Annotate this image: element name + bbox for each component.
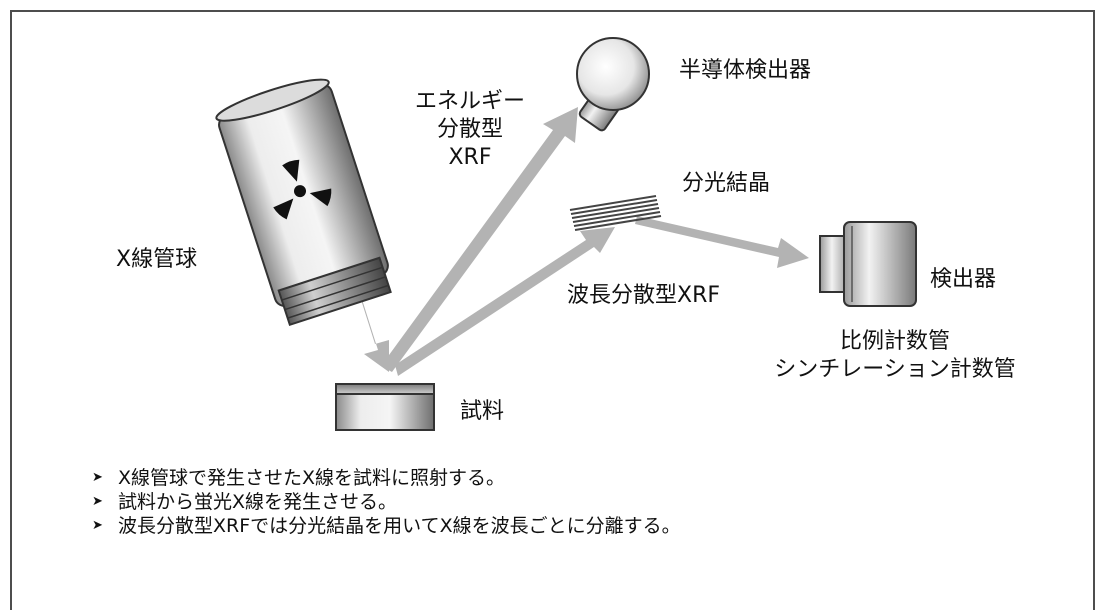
list-item: ➤ X線管球で発生させたX線を試料に照射する。 — [92, 466, 681, 490]
xrf-diagram — [215, 37, 917, 431]
list-item-text: X線管球で発生させたX線を試料に照射する。 — [118, 467, 506, 489]
energy-dispersive-label: エネルギー 分散型 XRF — [400, 88, 540, 172]
energy-dispersive-line-2: 分散型 — [436, 117, 503, 142]
semiconductor-detector-illustration — [576, 37, 650, 132]
list-item-text: 波長分散型XRFでは分光結晶を用いてX線を波長ごとに分離する。 — [118, 515, 681, 537]
arrow-tube-to-sample — [346, 287, 389, 372]
arrowhead-bullet-icon: ➤ — [92, 494, 103, 509]
list-item-text: 試料から蛍光X線を発生させる。 — [118, 491, 398, 513]
scintillation-counter-text: シンチレーション計数管 — [774, 357, 1016, 382]
arrow-sample-to-semiconductor — [381, 107, 578, 372]
energy-dispersive-line-1: エネルギー — [414, 89, 525, 114]
xray-tube-label: X線管球 — [116, 247, 198, 272]
radiation-trefoil-icon — [273, 159, 332, 220]
semiconductor-detector-label: 半導体検出器 — [679, 58, 812, 83]
sample-illustration — [335, 383, 435, 431]
xray-tube-illustration — [215, 78, 392, 327]
counter-detector-illustration — [819, 221, 917, 307]
analyzing-crystal-label: 分光結晶 — [682, 171, 771, 196]
detector-label: 検出器 — [930, 267, 997, 292]
explanation-list: ➤X線管球で発生させたX線を試料に照射する。 ➤試料から蛍光X線を発生させる。 … — [92, 466, 681, 538]
analyzing-crystal-illustration — [569, 195, 662, 231]
detector-types-label: 比例計数管 シンチレーション計数管 — [740, 328, 1050, 384]
diagram-frame — [10, 10, 1095, 610]
arrow-crystal-to-detector — [635, 216, 809, 268]
arrowhead-bullet-icon: ➤ — [92, 518, 103, 533]
sample-label: 試料 — [460, 399, 505, 424]
wavelength-dispersive-label: 波長分散型XRF — [567, 283, 721, 308]
beam-arrows — [346, 107, 809, 376]
proportional-counter-text: 比例計数管 — [839, 329, 950, 354]
list-item: ➤ 試料から蛍光X線を発生させる。 — [92, 490, 681, 514]
list-item: ➤ 波長分散型XRFでは分光結晶を用いてX線を波長ごとに分離する。 — [92, 514, 681, 538]
energy-dispersive-line-3: XRF — [448, 145, 492, 170]
arrow-sample-to-crystal — [395, 227, 615, 376]
arrowhead-bullet-icon: ➤ — [92, 470, 103, 485]
